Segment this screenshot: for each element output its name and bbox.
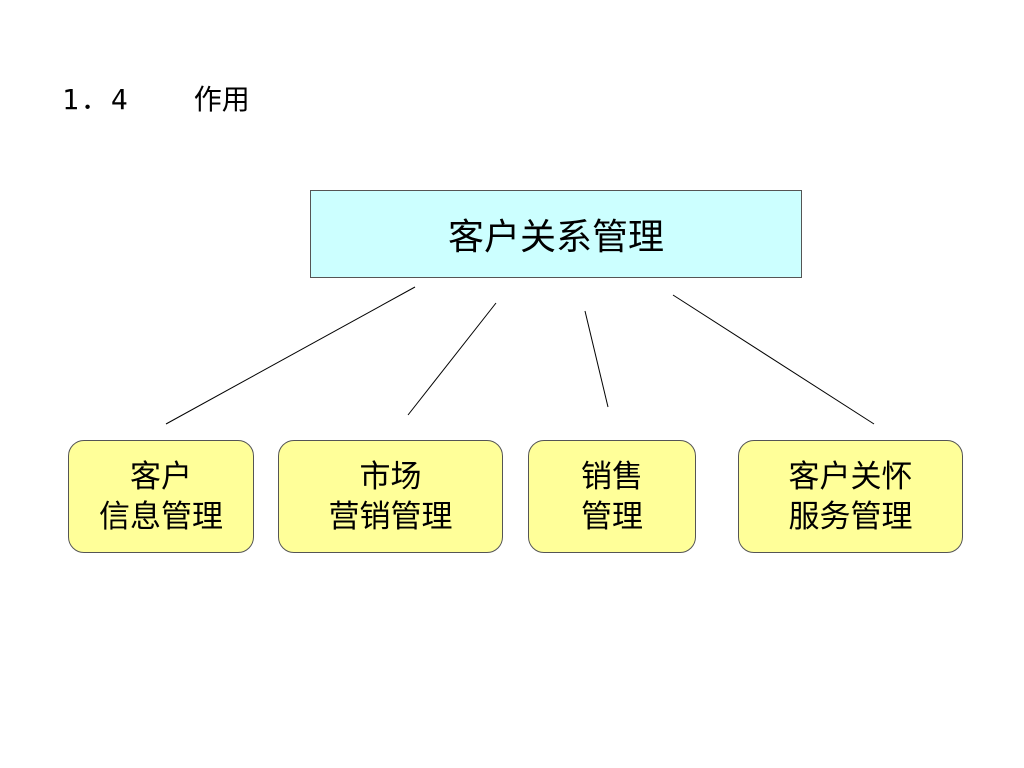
child-node-sales: 销售 管理 [528, 440, 696, 553]
child-node-label-line2: 管理 [581, 498, 643, 535]
child-node-label-line2: 服务管理 [788, 498, 913, 535]
section-number: 1．4 [62, 83, 130, 116]
child-node-label-line1: 销售 [581, 458, 643, 495]
child-node-label-line1: 市场 [359, 458, 422, 495]
root-node-crm: 客户关系管理 [310, 190, 802, 278]
connector-line-4 [672, 294, 875, 425]
child-node-label-line1: 客户关怀 [788, 458, 913, 495]
connector-line-2 [407, 302, 497, 416]
slide-title: 1．4 作用 [62, 80, 250, 116]
child-node-label-line1: 客户 [130, 458, 192, 495]
child-node-label-line2: 信息管理 [99, 498, 223, 535]
child-node-customer-info: 客户 信息管理 [68, 440, 254, 553]
root-node-label: 客户关系管理 [447, 217, 664, 258]
section-title: 作用 [193, 83, 250, 116]
child-node-label-line2: 营销管理 [328, 498, 453, 535]
child-node-customer-care: 客户关怀 服务管理 [738, 440, 963, 553]
connector-line-3 [584, 310, 609, 408]
connector-line-1 [165, 286, 416, 425]
child-node-marketing: 市场 营销管理 [278, 440, 503, 553]
